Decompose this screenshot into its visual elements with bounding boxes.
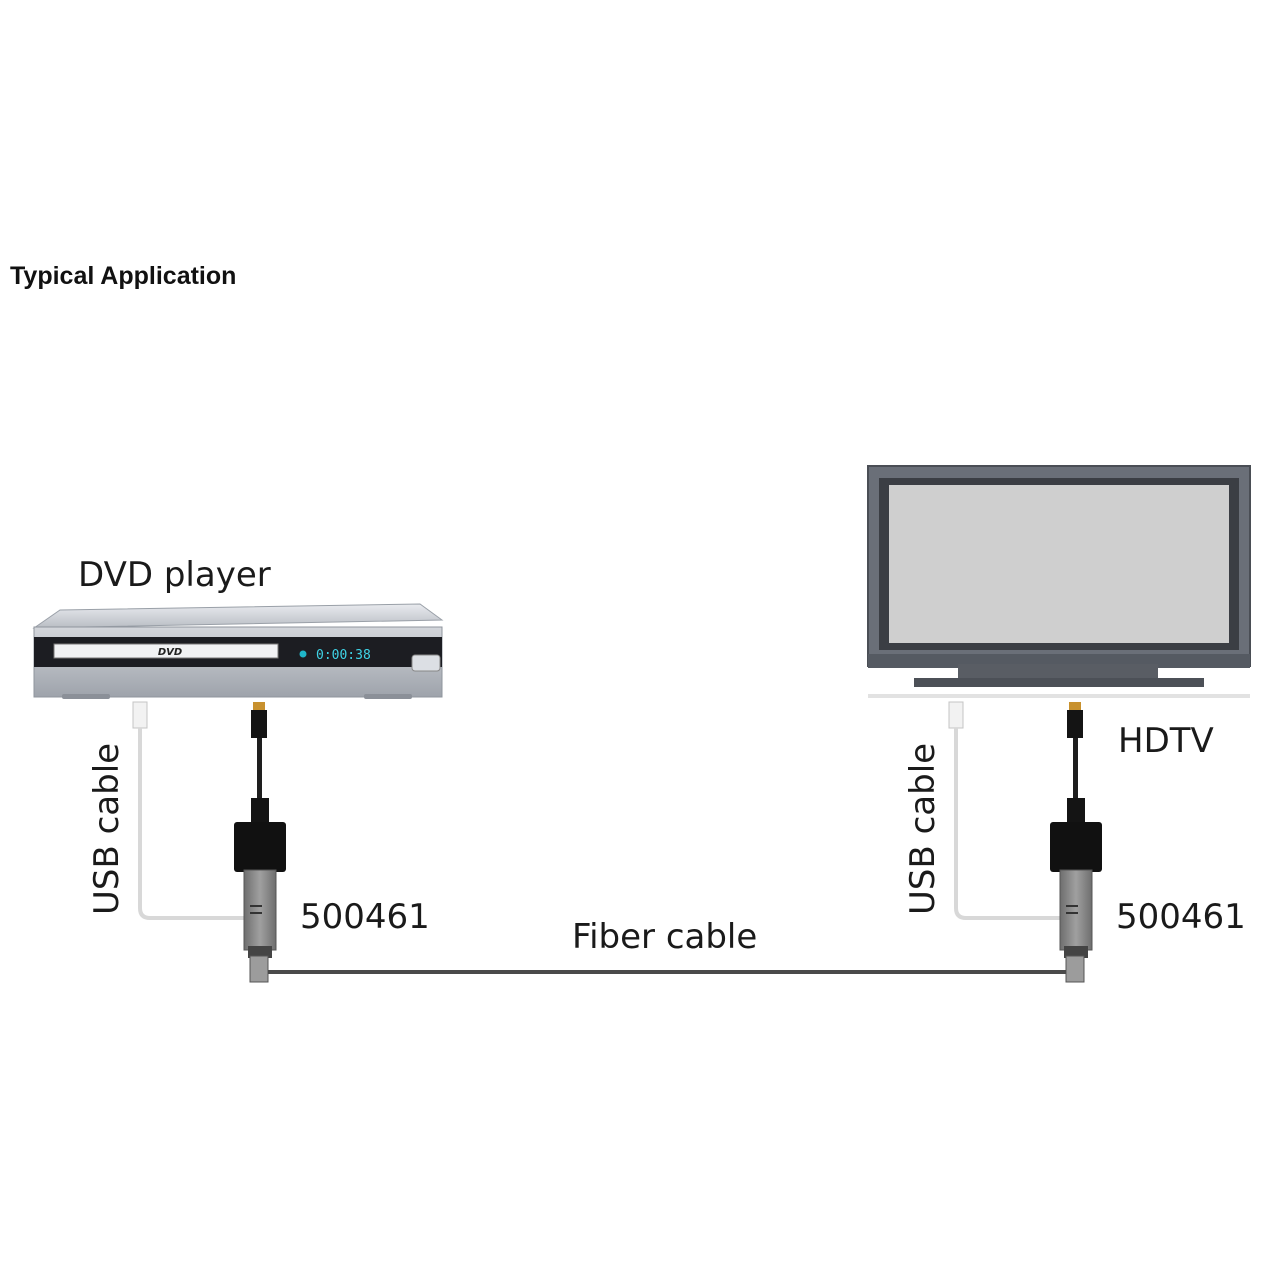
usb-plug-icon <box>132 701 148 729</box>
eject-button-icon <box>411 654 441 672</box>
right-hdmi-cable <box>1067 702 1085 824</box>
power-led-icon <box>299 650 307 658</box>
tv-screen <box>889 485 1229 643</box>
hdtv-label: HDTV <box>1118 721 1214 761</box>
right-module-model: 500461 <box>1116 897 1246 937</box>
dvd-player-label: DVD player <box>78 555 271 595</box>
left-module-model: 500461 <box>300 897 430 937</box>
hdmi-plug-icon <box>1069 702 1081 712</box>
usb-plug-icon <box>948 701 964 729</box>
right-usb-cable-label: USB cable <box>903 742 943 915</box>
page-title: Typical Application <box>10 262 237 290</box>
dvd-player: DVD 0:00:38 <box>32 603 444 699</box>
dvd-display-readout: 0:00:38 <box>316 648 371 663</box>
fiber-cable-label: Fiber cable <box>572 917 758 957</box>
left-extender-module <box>234 822 286 983</box>
hdtv <box>867 465 1251 698</box>
hdmi-plug-icon <box>253 702 265 712</box>
right-usb-cable <box>948 701 1060 920</box>
right-extender-module <box>1050 822 1102 983</box>
left-usb-cable-label: USB cable <box>87 742 127 915</box>
left-usb-cable <box>132 701 244 920</box>
dvd-front-logo: DVD <box>158 647 182 658</box>
left-hdmi-cable <box>251 702 269 824</box>
